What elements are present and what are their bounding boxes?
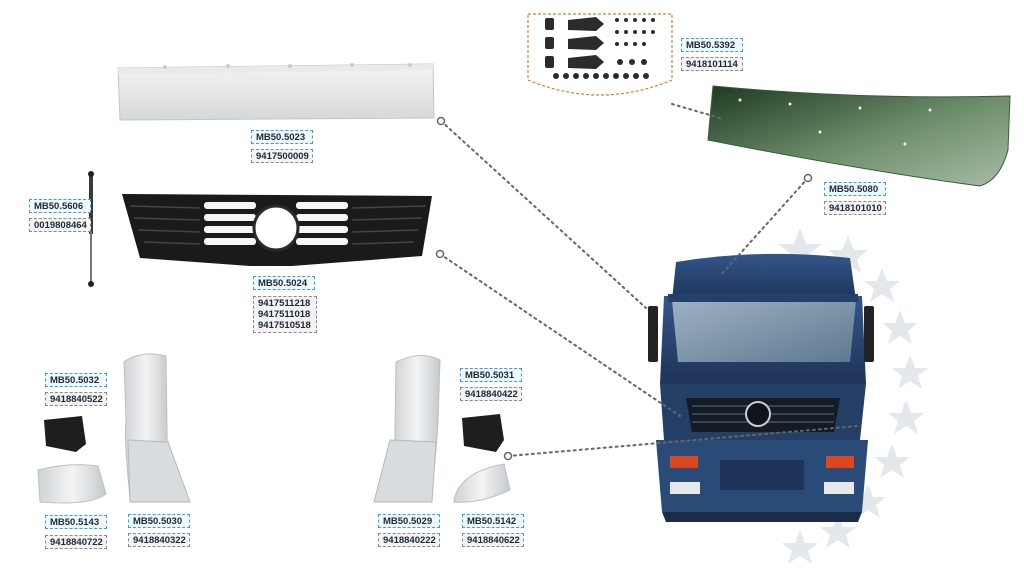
right-end-cap-code: MB50.5031 bbox=[460, 368, 522, 382]
grille-oem-3: 9417510518 bbox=[258, 320, 311, 331]
top-visor-code: MB50.5023 bbox=[251, 130, 313, 144]
top-visor-image bbox=[117, 63, 435, 121]
left-end-cap-code: MB50.5032 bbox=[45, 373, 107, 387]
sun-visor-bracket-oem: 9418101010 bbox=[824, 201, 886, 215]
leader-lines bbox=[439, 103, 859, 457]
top-visor-oem: 9417500009 bbox=[251, 149, 313, 163]
left-corner-cover-image bbox=[37, 464, 107, 504]
grille-code: MB50.5024 bbox=[253, 276, 315, 290]
right-end-cap-oem: 9418840422 bbox=[460, 387, 522, 401]
truck-image bbox=[648, 253, 874, 522]
right-end-cap-image bbox=[462, 414, 504, 452]
left-end-cap-oem: 9418840522 bbox=[45, 392, 107, 406]
sun-visor-oem: 9418101114 bbox=[681, 57, 743, 71]
gas-strut-code: MB50.5606 bbox=[29, 199, 91, 213]
right-corner-cover-image bbox=[453, 463, 511, 503]
left-corner-cover-oem: 9418840722 bbox=[45, 535, 107, 549]
left-deflector-oem: 9418840322 bbox=[128, 533, 190, 547]
left-deflector-image bbox=[123, 353, 191, 503]
right-corner-cover-code: MB50.5142 bbox=[462, 514, 524, 528]
leader-dots bbox=[435, 116, 813, 461]
grille-oem-list: 9417511218 9417511018 9417510518 bbox=[253, 296, 317, 333]
right-deflector-code: MB50.5029 bbox=[378, 514, 440, 528]
right-deflector-image bbox=[373, 355, 441, 503]
gas-strut-image bbox=[88, 171, 94, 287]
left-deflector-code: MB50.5030 bbox=[128, 514, 190, 528]
gas-strut-oem: 0019808464 bbox=[29, 218, 91, 232]
sun-visor-code: MB50.5392 bbox=[681, 38, 743, 52]
sun-visor-kit-callout bbox=[527, 13, 673, 96]
grille-oem-2: 9417511018 bbox=[258, 309, 311, 320]
grille-image bbox=[122, 194, 432, 266]
grille-oem-1: 9417511218 bbox=[258, 298, 311, 309]
right-deflector-oem: 9418840222 bbox=[378, 533, 440, 547]
sun-visor-bracket-code: MB50.5080 bbox=[824, 182, 886, 196]
right-corner-cover-oem: 9418840622 bbox=[462, 533, 524, 547]
star-decoration bbox=[778, 228, 928, 564]
sun-visor-image bbox=[707, 85, 1011, 187]
left-corner-cover-code: MB50.5143 bbox=[45, 515, 107, 529]
left-end-cap-image bbox=[44, 416, 86, 452]
